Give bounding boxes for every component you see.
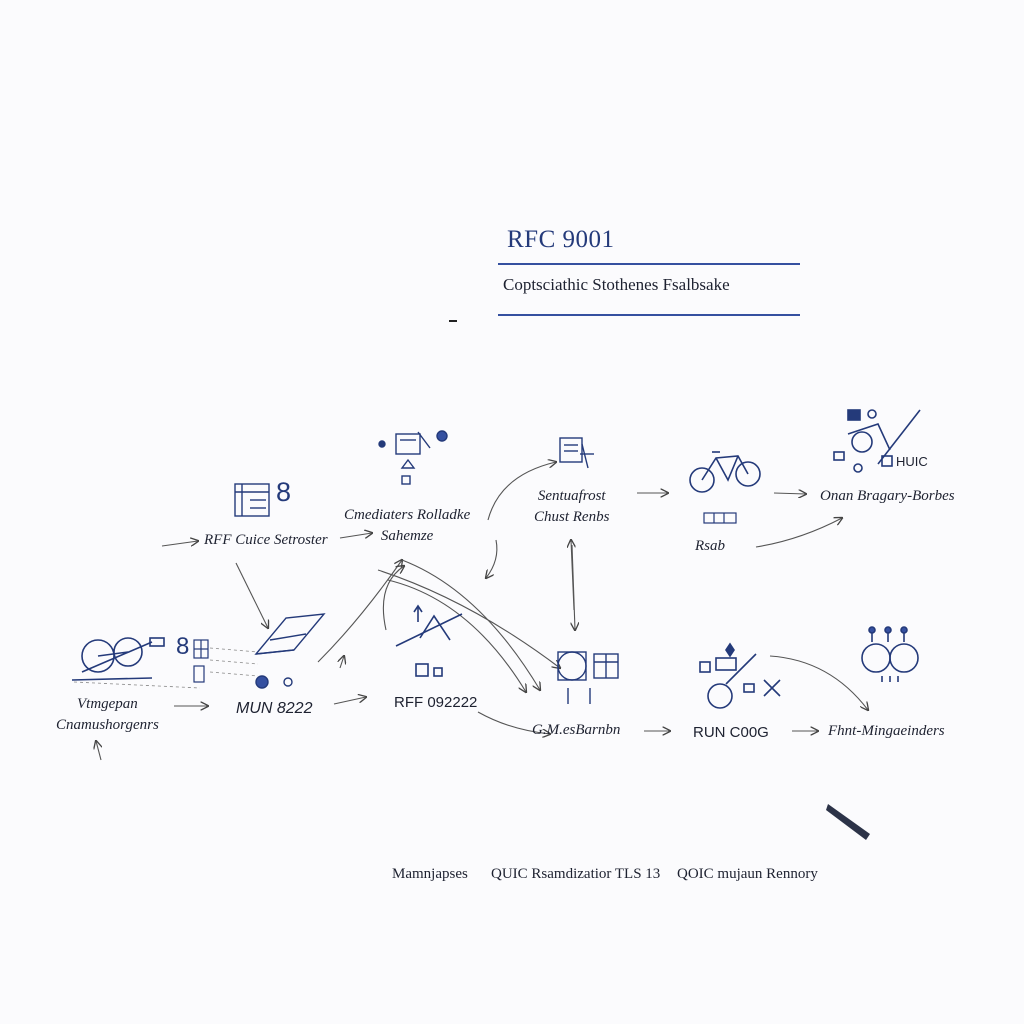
bicycle-icon [689, 451, 761, 493]
node-label-rff-cuice: RFF Cuice Setroster [204, 532, 328, 548]
arrow [769, 655, 868, 710]
arrow [96, 741, 101, 761]
dashed-link [209, 671, 259, 677]
grid-icon [193, 639, 209, 683]
node-label-rff-09: RFF 092222 [394, 694, 478, 711]
node-label-onan: Onan Bragary-Borbes [820, 488, 955, 504]
cart-icon [699, 642, 781, 709]
wheel-glyph: 8 [176, 633, 190, 660]
arrow [339, 533, 372, 539]
node-label-run: RUN C00G [693, 724, 769, 741]
crane-icon [254, 613, 326, 689]
node-label-sentuafrost: Sentuafrost Chust Renbs [534, 488, 610, 525]
arrow [382, 566, 404, 631]
clipboard-icon [559, 437, 594, 469]
diagram-title: RFC 9001 [507, 226, 615, 253]
node-label-vtmgepan: Vtmgepan Cnamushorgenrs [56, 696, 159, 733]
lever-icon [395, 604, 463, 677]
arrow [773, 493, 806, 494]
form-glyph: 8 [276, 477, 292, 507]
footer-item-1: Mamnjapses [392, 866, 468, 882]
tick-mark [449, 320, 457, 322]
node-label-rsab: Rsab [695, 538, 725, 554]
arrow [387, 579, 526, 692]
wheel-icon [72, 637, 165, 681]
dashed-link [209, 647, 259, 653]
arrow [161, 541, 198, 547]
dashed-link [209, 659, 259, 665]
arrow [235, 562, 268, 628]
form-icon [234, 483, 270, 517]
arrow [317, 560, 402, 663]
footer-item-3: QOIC mujaun Rennory [677, 866, 818, 882]
title-rule [498, 263, 800, 265]
footer-item-2: QUIC Rsamdizatior TLS 13 [491, 866, 661, 882]
pen-icon [826, 804, 870, 840]
document-icon [378, 430, 448, 485]
node-badge-huic: HUIC [896, 454, 928, 469]
node-label-cmediaters: Cmediaters Rolladke Sahemze [344, 507, 471, 544]
arrow [340, 656, 344, 669]
screen-icon [557, 651, 619, 704]
arrow [571, 540, 574, 611]
arrow [755, 518, 842, 548]
gauge-icon [703, 512, 737, 524]
arrow [487, 462, 556, 521]
arrow [477, 711, 550, 734]
arrow [486, 539, 498, 578]
arrow [377, 569, 560, 668]
diagram-subtitle: Coptsciathic Stothenes Fsalbsake [503, 275, 730, 294]
node-label-gm: G.M.esBarnbn [532, 722, 621, 738]
arrow [333, 697, 366, 705]
node-label-mun: MUN 8222 [236, 700, 313, 717]
people-icon [861, 626, 919, 682]
subtitle-rule [498, 314, 800, 316]
node-label-fhnt: Fhnt-Mingaeinders [828, 723, 945, 739]
arrow [401, 559, 540, 690]
pulley-icon [833, 409, 921, 473]
